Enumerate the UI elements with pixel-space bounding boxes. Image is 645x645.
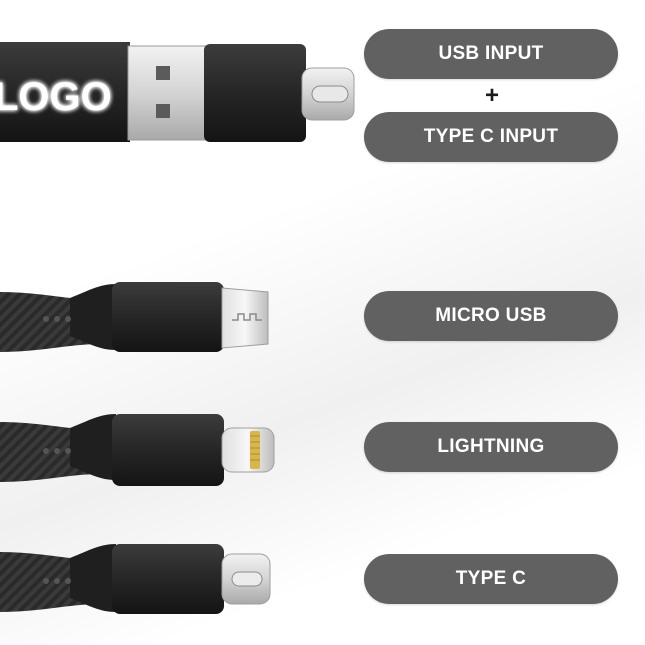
usb-c-cable-connector-icon (221, 553, 271, 605)
lightning-connector-icon (221, 427, 275, 473)
lightning-cable (0, 414, 275, 486)
micro-usb-connector-icon (221, 287, 269, 349)
type-c-input-label: TYPE C INPUT (364, 112, 618, 162)
type-c-label: TYPE C (364, 554, 618, 604)
adapter-housing (0, 42, 130, 142)
usb-a-connector-icon (127, 45, 209, 141)
usb-adapter: LOGO (0, 42, 355, 142)
type-c-sleeve (204, 44, 306, 142)
logo-text: LOGO (0, 75, 112, 119)
type-c-cable (0, 544, 271, 614)
lightning-label: LIGHTNING (364, 422, 618, 472)
plus-sign: + (484, 82, 499, 109)
usb-input-label: USB INPUT (364, 29, 618, 79)
micro-usb-label: MICRO USB (364, 291, 618, 341)
usb-c-connector-icon (301, 67, 355, 121)
micro-usb-cable (0, 282, 269, 352)
